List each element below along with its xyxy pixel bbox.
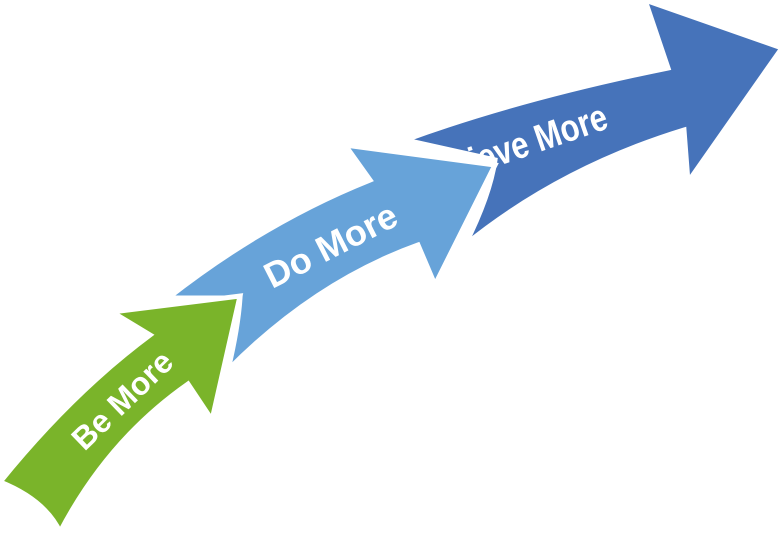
- arrow-do-more-body: [160, 141, 499, 379]
- arrow-be-more: Be More: [0, 293, 244, 534]
- arrow-be-more-body: [0, 293, 244, 534]
- arrow-achieve-more-body: [396, 0, 782, 247]
